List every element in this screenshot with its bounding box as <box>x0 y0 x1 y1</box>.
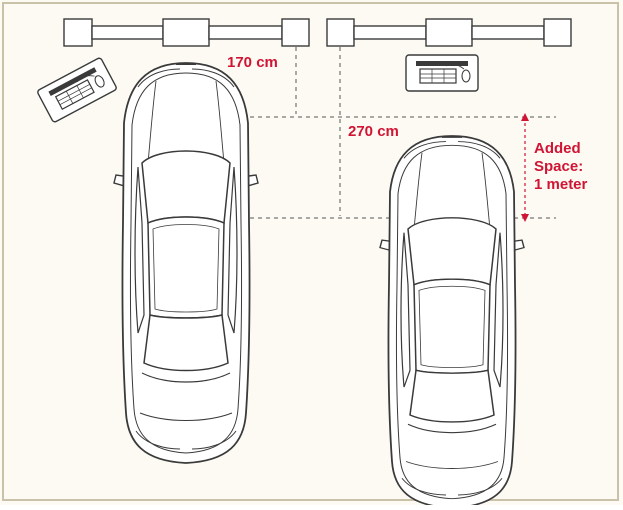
car-right-icon <box>379 134 525 509</box>
workbench-right-icon <box>326 18 572 47</box>
workbench-left-icon <box>63 18 310 47</box>
label-270cm: 270 cm <box>348 123 399 140</box>
car-left-icon <box>113 62 259 464</box>
computer-desk-right-icon <box>405 54 479 92</box>
frame-border <box>2 2 619 501</box>
label-added-line3: 1 meter <box>534 176 588 193</box>
label-added-line2: Space: <box>534 158 583 175</box>
label-added-line1: Added <box>534 140 581 157</box>
label-170cm: 170 cm <box>227 54 278 71</box>
